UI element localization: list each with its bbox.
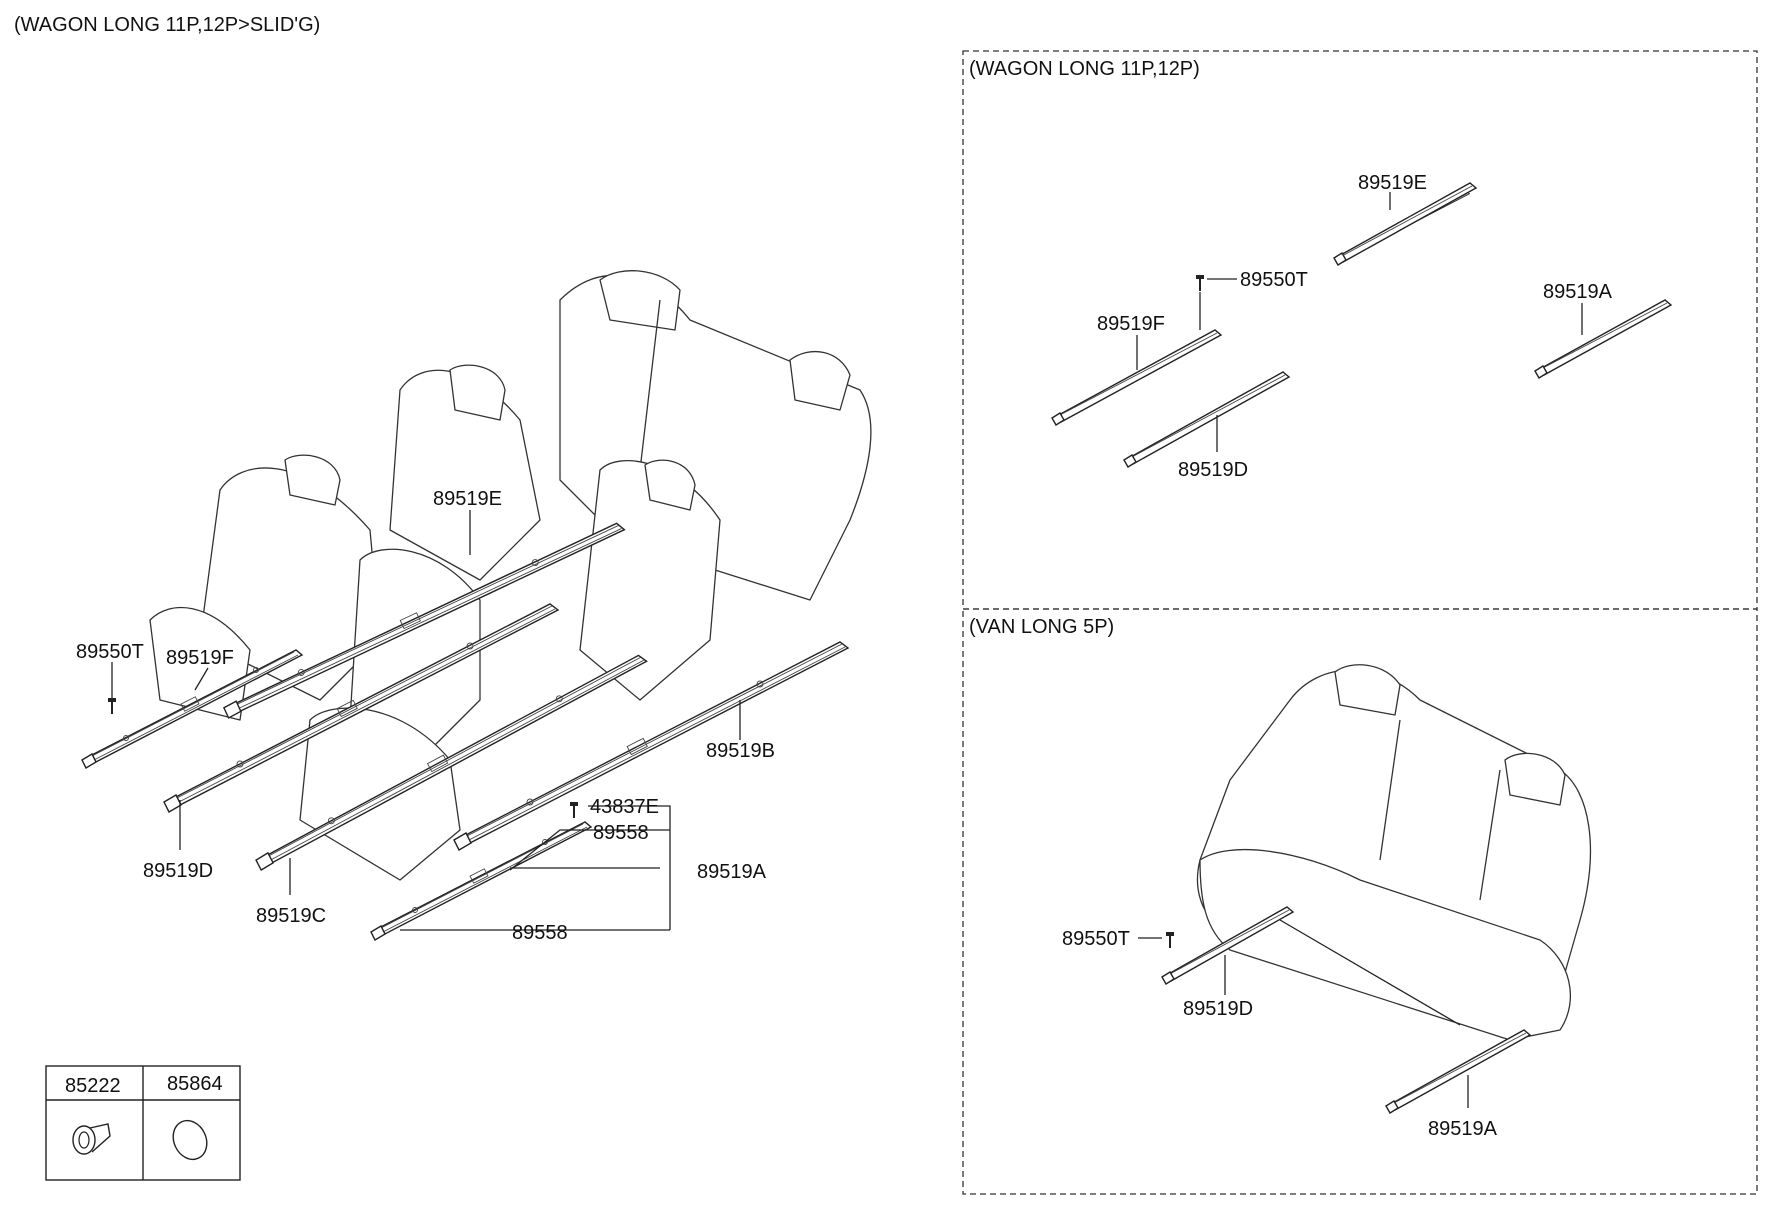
legend-table: 85222 85864 — [45, 1065, 241, 1181]
legend-col2: 85864 — [167, 1073, 223, 1095]
van-bench-seat-illustration — [1196, 664, 1592, 1041]
wagon-box: (WAGON LONG 11P,12P) 89519E — [962, 50, 1758, 610]
van-box: (VAN LONG 5P) 89550T 89519D 89519A — [962, 608, 1758, 1195]
wagon-rail-89519E-g — [1333, 182, 1478, 266]
bolt-43837E — [569, 801, 579, 819]
wagon-bolt-89550T — [1195, 274, 1205, 292]
van-callout-89519A: 89519A — [1428, 1118, 1498, 1140]
main-title: (WAGON LONG 11P,12P>SLID'G) — [14, 14, 320, 36]
callout-89519B: 89519B — [706, 740, 775, 762]
callout-89519F: 89519F — [166, 647, 234, 669]
wagon-rail-89519A-g — [1534, 299, 1673, 379]
legend-col1: 85222 — [65, 1075, 121, 1097]
plug-icon — [172, 1119, 208, 1161]
wagon-rail-89519D-g — [1123, 371, 1291, 468]
clip-icon — [72, 1123, 111, 1155]
callout-89550T: 89550T — [76, 641, 144, 663]
callout-89519A: 89519A — [697, 861, 767, 883]
callout-89558-top: 89558 — [593, 822, 649, 844]
callout-89558-bottom: 89558 — [512, 922, 568, 944]
van-rail-89519D-g — [1161, 906, 1295, 985]
callout-89519D: 89519D — [143, 860, 213, 882]
wagon-callout-89519D: 89519D — [1178, 459, 1248, 481]
wagon-callout-89550T: 89550T — [1240, 269, 1308, 291]
wagon-box-title: (WAGON LONG 11P,12P) — [969, 58, 1200, 80]
callout-89519E: 89519E — [433, 488, 502, 510]
van-callout-89550T: 89550T — [1062, 928, 1130, 950]
van-box-title: (VAN LONG 5P) — [969, 616, 1114, 638]
main-leaders — [111, 510, 741, 931]
wagon-callout-89519F: 89519F — [1097, 313, 1165, 335]
main-callouts: 89519E 89550T 89519F 89519B 43837E 89558… — [76, 488, 775, 944]
wagon-rail-89519F-g — [1051, 329, 1223, 426]
van-callout-89519D: 89519D — [1183, 998, 1253, 1020]
callout-43837E: 43837E — [590, 796, 659, 818]
wagon-callout-89519A: 89519A — [1543, 281, 1613, 303]
van-rail-89519A-g — [1385, 1029, 1532, 1114]
wagon-callout-89519E: 89519E — [1358, 172, 1427, 194]
bolt-89550T — [107, 697, 117, 715]
van-bolt-89550T — [1165, 931, 1175, 949]
callout-89519C: 89519C — [256, 905, 326, 927]
main-seats-illustration — [149, 270, 872, 881]
